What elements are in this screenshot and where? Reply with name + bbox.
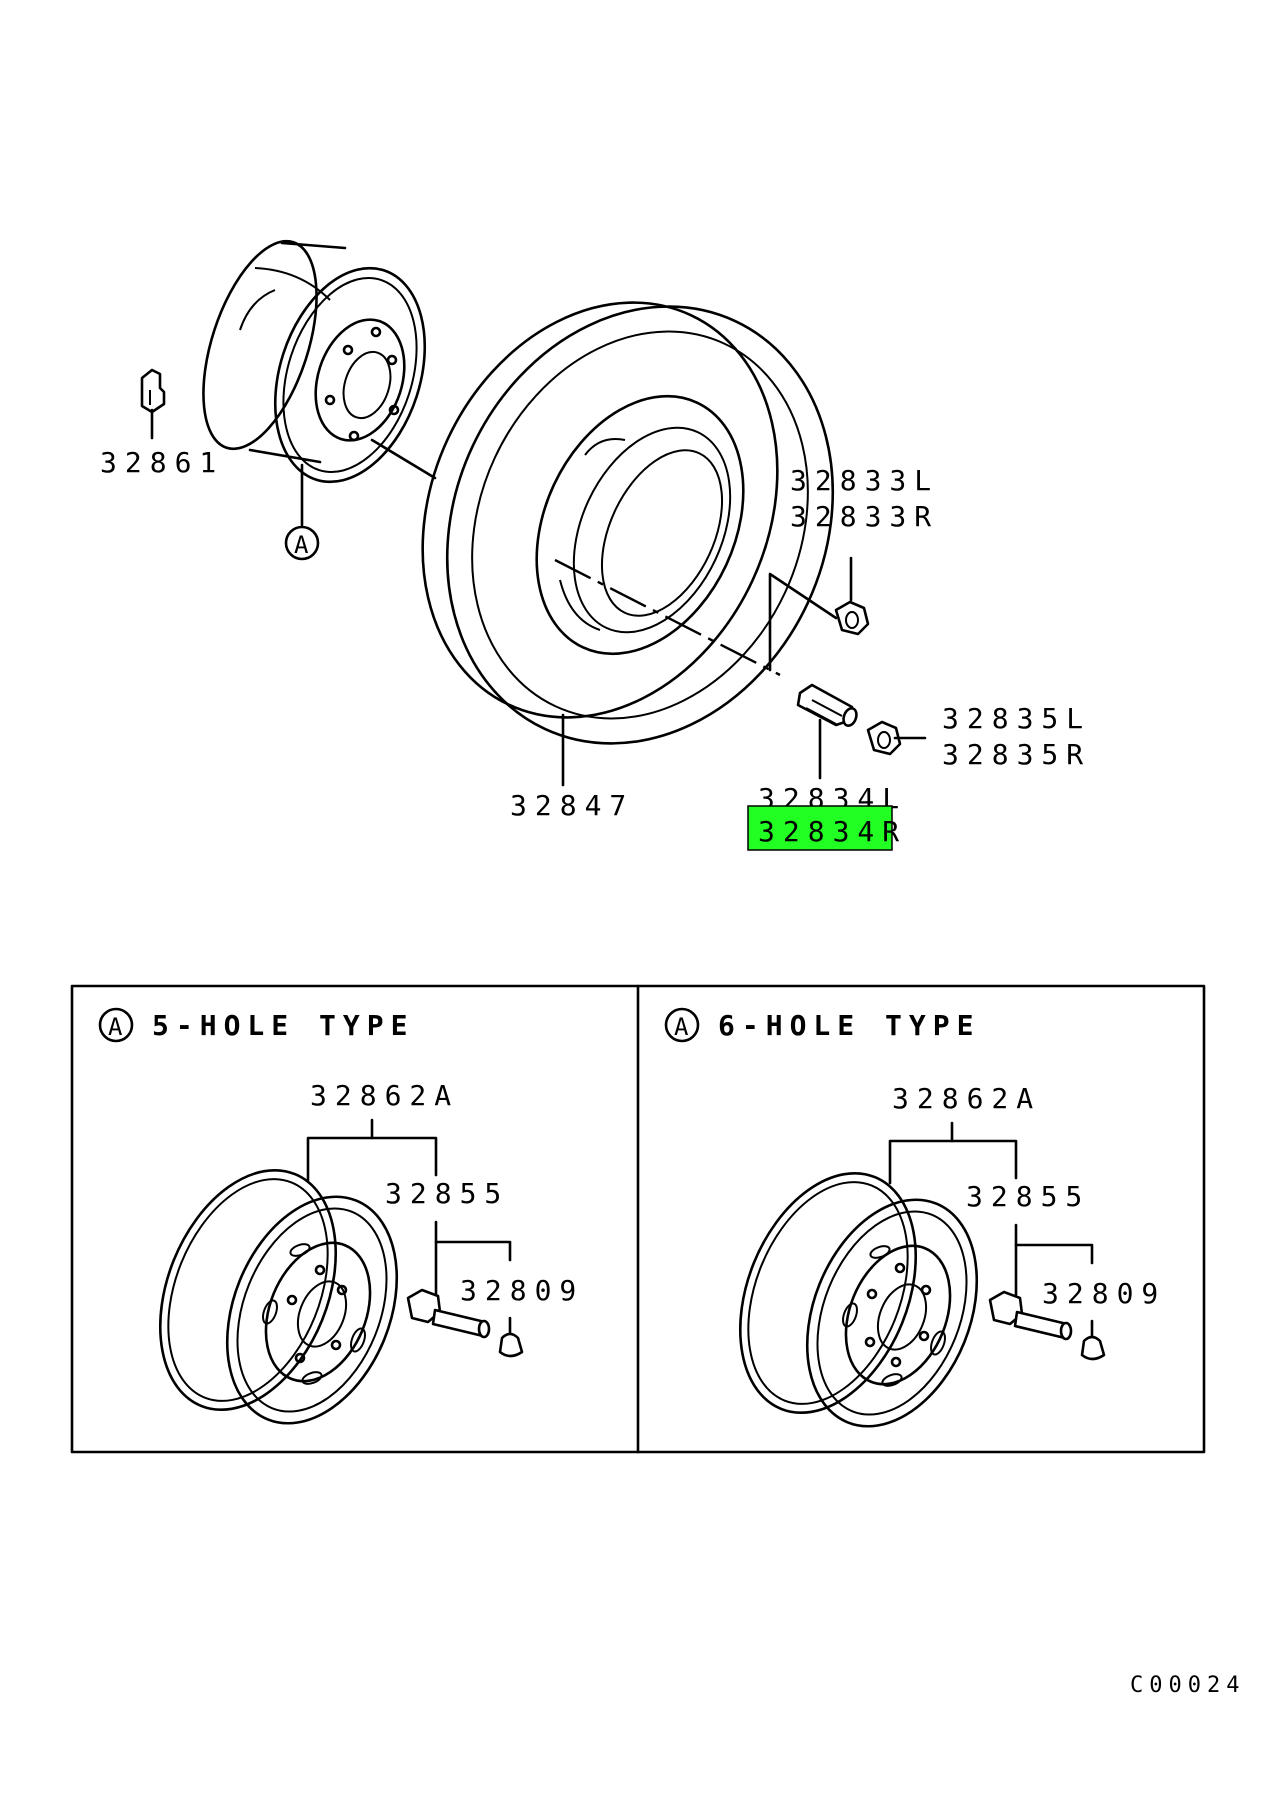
label-wheel: 32862A [892,1082,1041,1115]
wheel-rim [202,239,427,484]
ref-circle-a [284,525,320,561]
leader-line [370,438,437,480]
label-bolt: 32855 [966,1180,1090,1213]
tire [421,301,835,745]
panel-title: 5-HOLE TYPE [152,1009,414,1042]
ref-label-a: A [294,531,309,559]
label-wheel: 32862A [310,1079,459,1112]
panel-ref-circle [664,1007,700,1043]
outer-nut [866,720,902,756]
label-cap: 32809 [1042,1277,1166,1310]
panel-5-hole: A 5-HOLE TYPE 32862A 32855 32809 [98,1007,584,1425]
highlight-box [747,805,893,851]
panel-6-hole: A 6-HOLE TYPE 32862A 32855 32809 [664,1007,1166,1428]
label-32835l: 32835L [942,702,1091,735]
axis-line [554,558,781,677]
panel-ref-letter: A [108,1013,123,1041]
valve-clip [140,368,166,414]
label-32847: 32847 [510,789,634,822]
diagram-code: C00024 [1130,1673,1245,1698]
panel-ref-letter: A [674,1013,689,1041]
hub-bolt [796,683,858,728]
label-32833r: 32833R [790,500,939,533]
label-cap: 32809 [460,1274,584,1307]
label-bolt: 32855 [385,1177,509,1210]
inner-nut [834,600,870,636]
label-32835r: 32835R [942,738,1091,771]
label-32861: 32861 [100,446,224,479]
label-32834r: 32834R [758,815,907,848]
panel-title: 6-HOLE TYPE [718,1009,980,1042]
bracket-32833-32834 [768,572,838,672]
label-32833l: 32833L [790,464,939,497]
panel-ref-circle [98,1007,134,1043]
